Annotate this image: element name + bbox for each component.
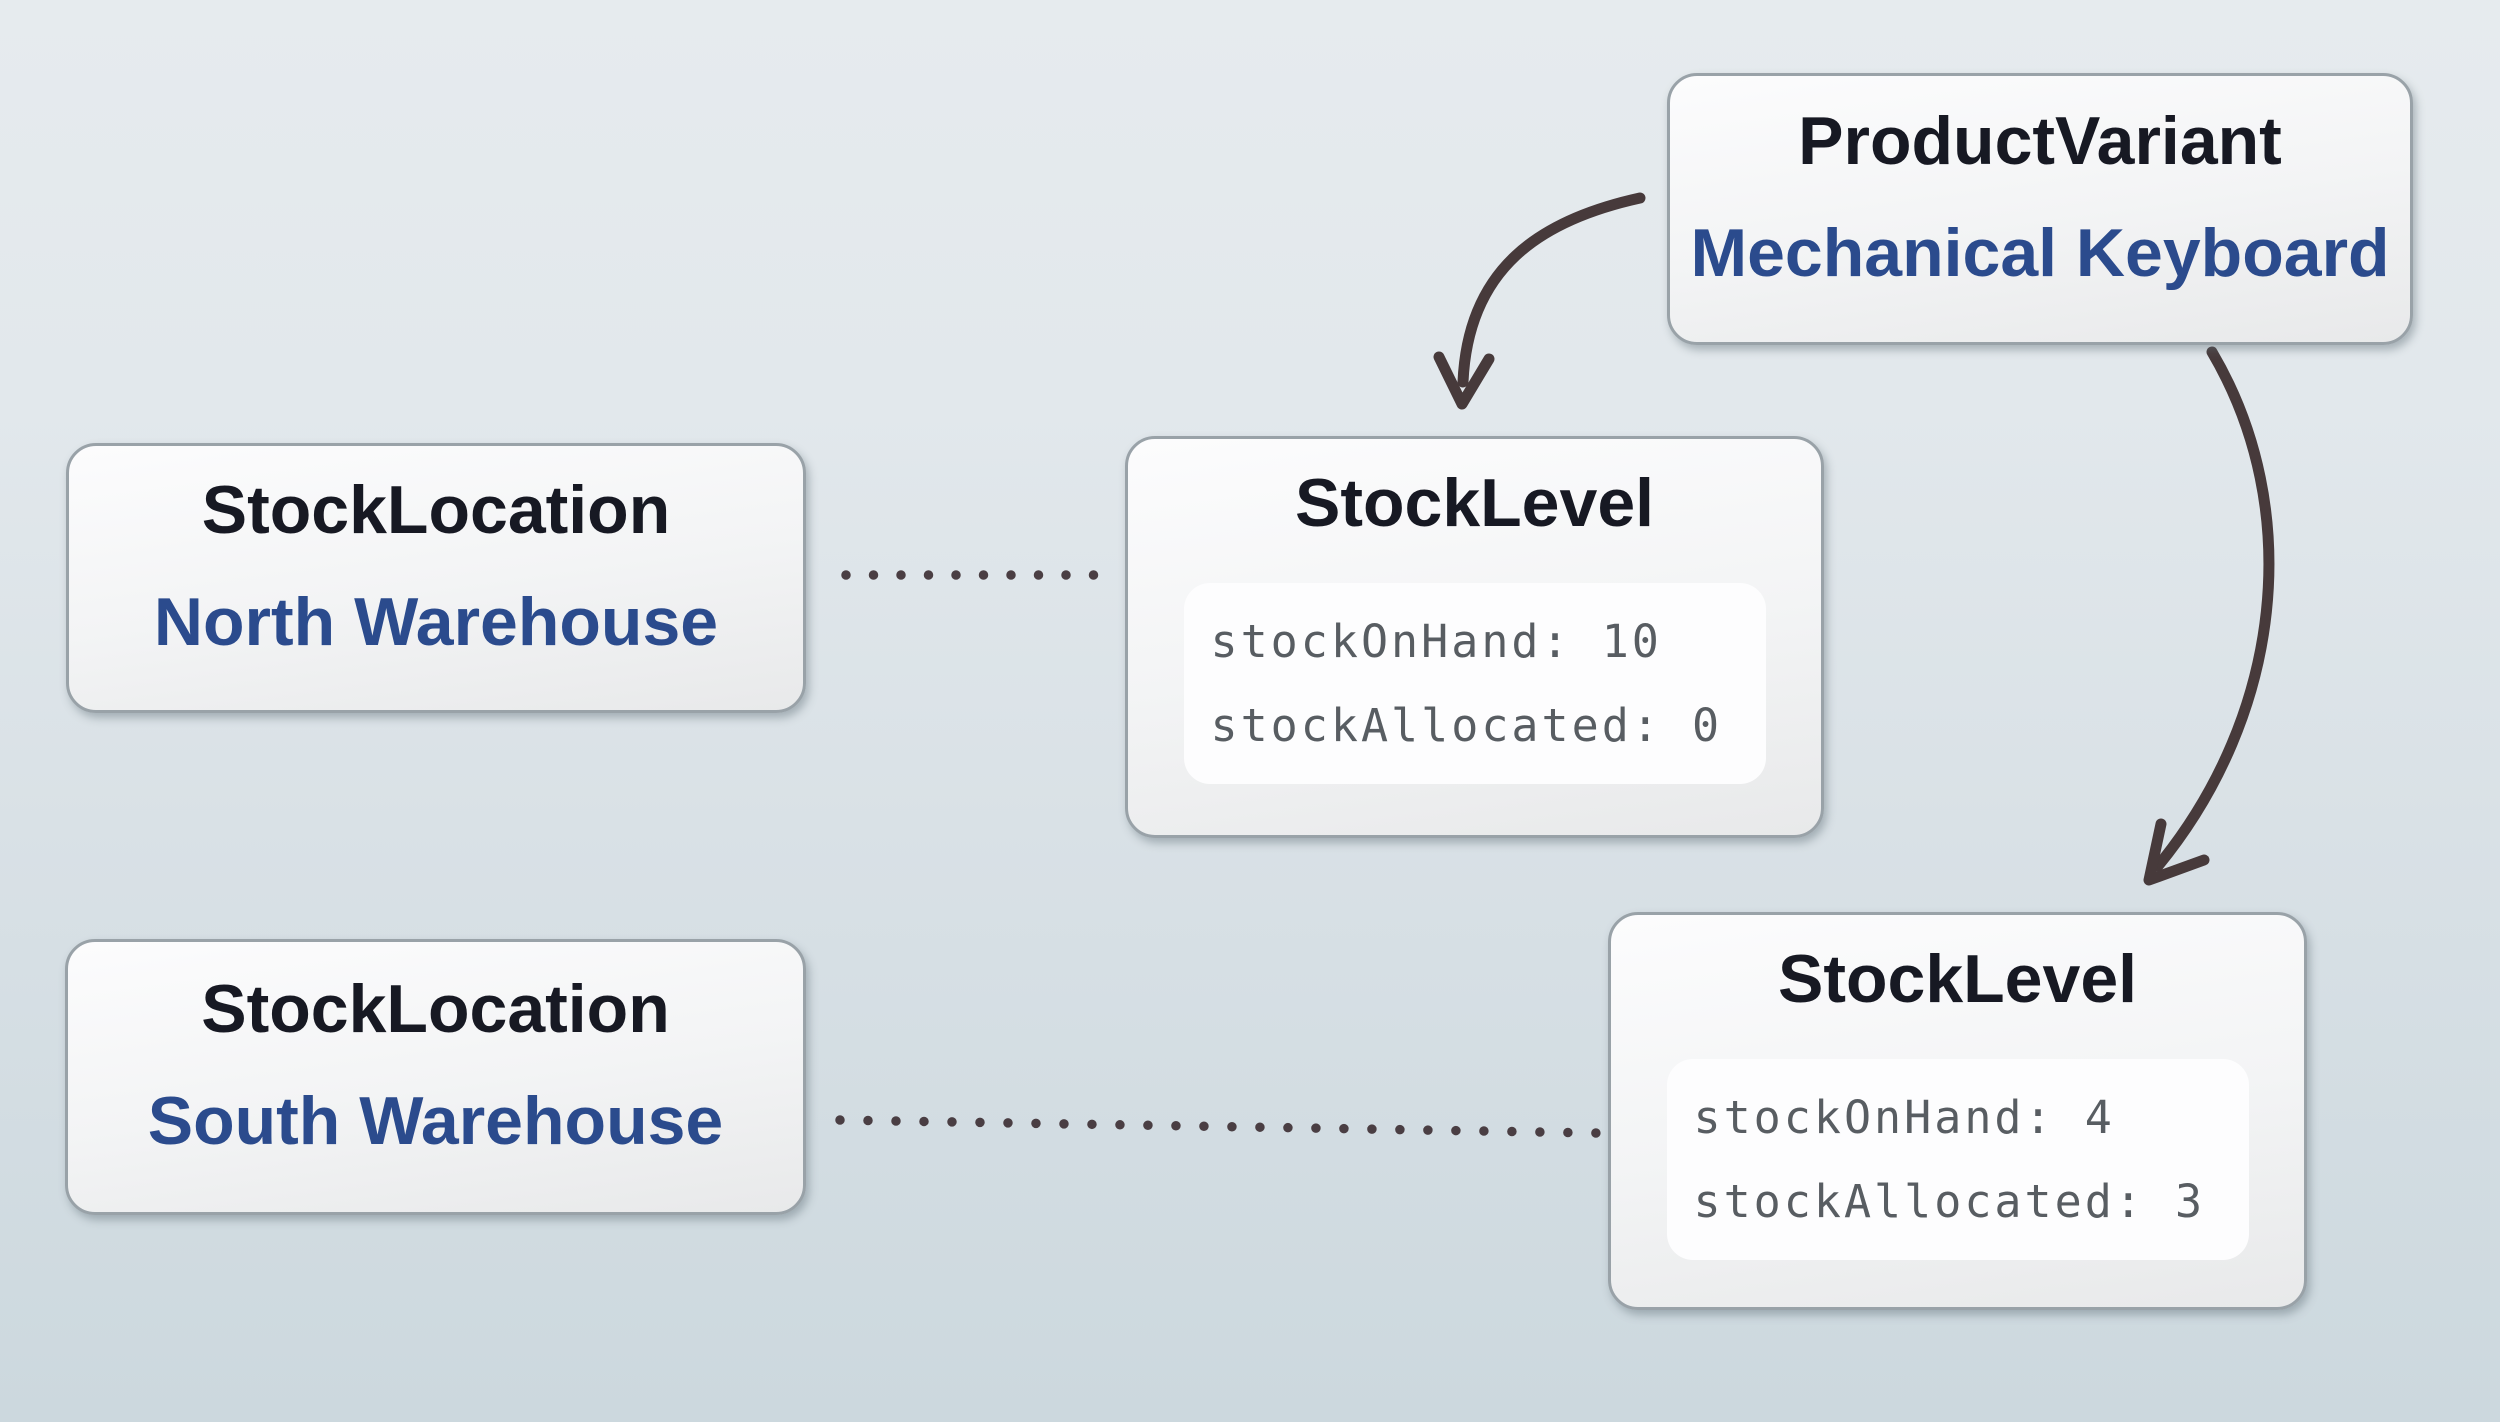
entity-stock-level-south: StockLevel stockOnHand: 4 stockAllocated… [1608, 912, 2307, 1310]
entity-instance-name: North Warehouse [153, 584, 719, 660]
arrowhead-north-icon [1433, 351, 1495, 410]
stock-on-hand-line: stockOnHand: 4 [1693, 1090, 2115, 1144]
dotted-link-south-location-to-level [835, 1115, 1603, 1138]
arrowhead-south-icon [2143, 818, 2210, 886]
stock-on-hand-line: stockOnHand: 10 [1210, 614, 1662, 668]
entity-instance-name: Mechanical Keyboard [1690, 215, 2390, 291]
stock-allocated-line: stockAllocated: 3 [1693, 1174, 2206, 1228]
entity-product-variant: ProductVariant Mechanical Keyboard [1667, 73, 2413, 345]
entity-stock-level-north: StockLevel stockOnHand: 10 stockAllocate… [1125, 436, 1824, 838]
entity-type-label: ProductVariant [1798, 103, 2282, 179]
entity-type-label: StockLocation [201, 971, 670, 1047]
stock-fields-panel: stockOnHand: 4 stockAllocated: 3 [1666, 1059, 2249, 1260]
arrow-productvariant-to-stocklevel-south [2152, 346, 2275, 872]
entity-type-label: StockLocation [201, 472, 671, 548]
stock-allocated-line: stockAllocated: 0 [1210, 698, 1723, 752]
entity-type-label: StockLevel [1294, 465, 1655, 541]
entity-type-label: StockLevel [1777, 941, 2138, 1017]
entity-stock-location-south: StockLocation South Warehouse [65, 939, 806, 1215]
entity-stock-location-north: StockLocation North Warehouse [66, 443, 806, 713]
stock-fields-panel: stockOnHand: 10 stockAllocated: 0 [1183, 583, 1766, 784]
entity-instance-name: South Warehouse [147, 1083, 724, 1159]
arrow-productvariant-to-stocklevel-north [1457, 192, 1646, 388]
